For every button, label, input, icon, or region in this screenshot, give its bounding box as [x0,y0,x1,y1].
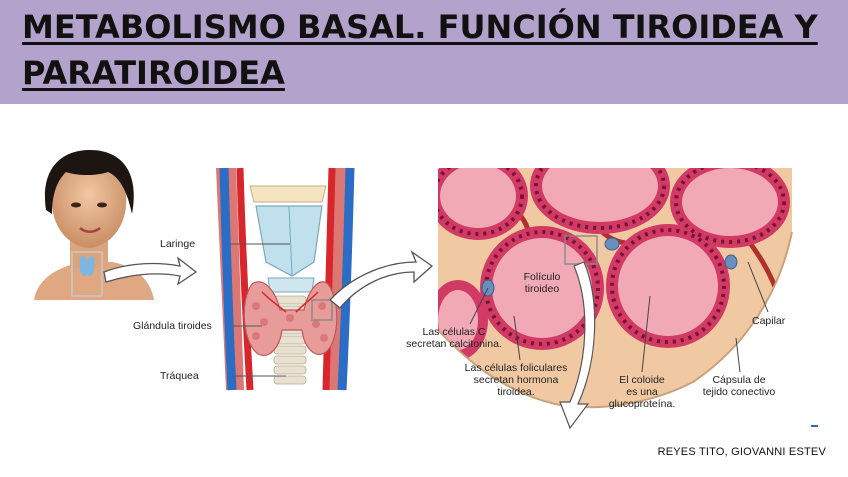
follicle-tissue [438,168,792,408]
label-coloide-line2: es una [626,386,658,398]
arrow-to-neck [103,256,198,286]
label-celulas-c: Las células C secretan calcitonina. [398,326,510,350]
neck-anatomy [205,167,373,391]
title-band [0,0,848,104]
person-portrait [34,150,154,300]
label-foliculo-line2: tiroideo [524,283,560,295]
label-glandula-tiroides: Glándula tiroides [133,320,212,332]
label-traquea: Tráquea [160,370,199,382]
label-foliculares-line3: tiroidea. [497,386,535,398]
label-laringe: Laringe [160,238,196,250]
label-foliculares-line2: secretan hormona [473,374,559,386]
neck-leader-lines [230,243,290,377]
label-celulas-c-line2: secretan calcitonina. [406,338,502,350]
label-capsula: Cápsula de tejido conectivo [696,374,782,398]
label-foliculo-line1: Folículo [523,271,561,283]
label-capsula-line2: tejido conectivo [702,386,776,398]
author-credit: REYES TITO, GIOVANNI ESTEV [657,446,826,458]
label-coloide: El coloide es una glucoproteína. [602,374,682,410]
label-celulas-c-line1: Las células C [422,326,486,338]
label-coloide-line1: El coloide [619,374,665,386]
label-foliculo: Folículo tiroideo [516,271,568,295]
arrow-to-tissue [329,250,434,309]
label-foliculares-line1: Las células foliculares [464,362,568,374]
arrow-down-callout [559,261,596,430]
label-coloide-line3: glucoproteína. [608,398,676,410]
label-celulas-foliculares: Las células foliculares secretan hormona… [448,362,584,398]
tissue-leader-lines [469,261,769,373]
decorative-dash [811,425,818,427]
page-title: METABOLISMO BASAL. FUNCIÓN TIROIDEA Y PA… [22,8,818,92]
label-capsula-line1: Cápsula de [712,374,766,386]
label-capilar: Capilar [752,315,786,327]
